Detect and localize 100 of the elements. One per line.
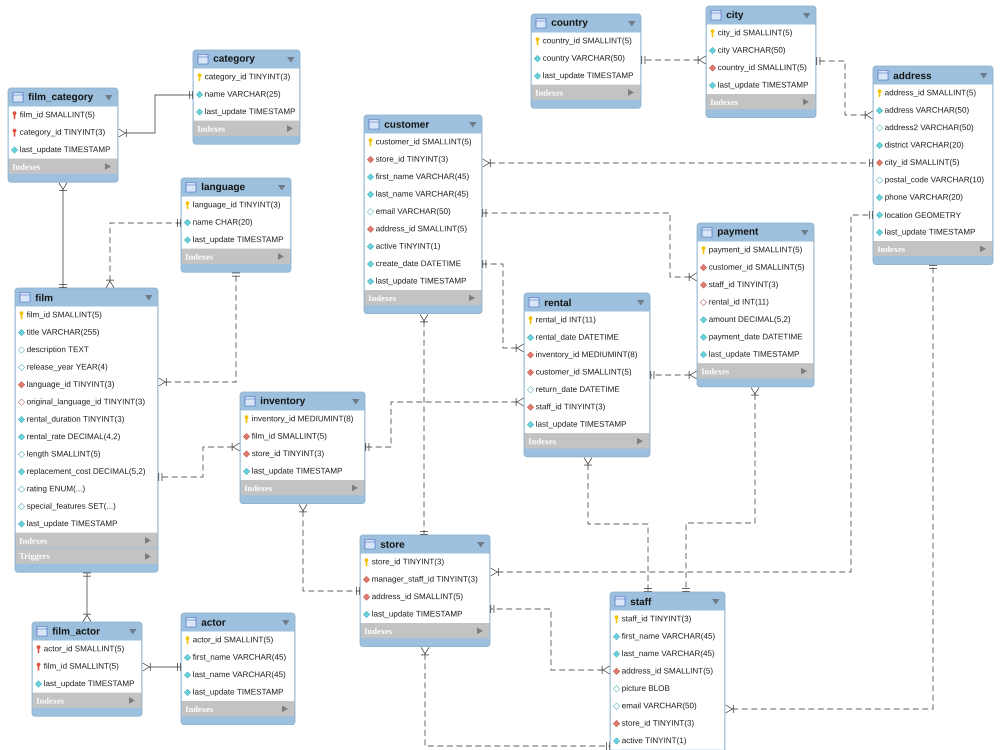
column-definition: rental_rate DECIMAL(4,2) [27, 433, 120, 441]
relationship-line [158, 272, 240, 386]
section-bar: Indexes [360, 623, 490, 638]
table-title: rental [544, 298, 571, 306]
column-definition: film_id SMALLINT(5) [252, 432, 326, 440]
column-definition: actor_id SMALLINT(5) [44, 645, 124, 653]
column-definition: rental_date DATETIME [536, 334, 618, 342]
relationship-line [58, 182, 68, 288]
table-title: payment [718, 228, 758, 237]
column-definition: category_id TINYINT(3) [205, 73, 290, 81]
column-definition: rating ENUM(...) [27, 485, 85, 493]
relationship-line [725, 265, 938, 714]
relationship-line [420, 647, 610, 750]
relationship-line [650, 370, 697, 380]
column-definition: phone VARCHAR(20) [885, 194, 962, 202]
column-definition: last_update TIMESTAMP [376, 278, 466, 286]
column-definition: first_name VARCHAR(45) [376, 173, 469, 181]
column-definition: email VARCHAR(50) [376, 208, 450, 216]
section-bar: Indexes [364, 290, 482, 306]
column-definition: film_id SMALLINT(5) [20, 111, 94, 119]
table-title: actor [202, 619, 226, 626]
section-bar: Indexes [8, 158, 118, 174]
column-definition: manager_staff_id TINYINT(3) [372, 576, 478, 584]
column-definition: rental_id INT(11) [709, 298, 768, 306]
column-definition: staff_id TINYINT(3) [622, 615, 691, 623]
column-definition: release_year YEAR(4) [27, 364, 108, 372]
column-definition: last_update TIMESTAMP [885, 228, 976, 236]
column-definition: active TINYINT(1) [622, 737, 686, 745]
section-bar: Indexes [194, 120, 300, 136]
column-definition: last_update TIMESTAMP [44, 680, 134, 688]
column-definition: last_update TIMESTAMP [193, 688, 284, 696]
column-definition: customer_id SMALLINT(5) [376, 138, 472, 146]
column-definition: amount DECIMAL(5,2) [709, 316, 790, 324]
column-definition: name VARCHAR(25) [205, 90, 280, 98]
section-bar: Indexes [698, 363, 814, 378]
table-title: language [202, 182, 245, 192]
column-definition: customer_id SMALLINT(5) [536, 368, 632, 376]
relationship-line [490, 604, 610, 674]
column-definition: city_id SMALLINT(5) [885, 159, 959, 167]
relationship-line [641, 56, 706, 64]
relationship-line [82, 572, 92, 622]
column-definition: last_name VARCHAR(45) [193, 671, 286, 679]
column-definition: last_name VARCHAR(45) [376, 190, 468, 198]
column-definition: language_id TINYINT(3) [27, 381, 114, 389]
column-definition: last_update TIMESTAMP [205, 108, 296, 116]
relationship-line [106, 218, 181, 288]
section-bar: Indexes [524, 433, 650, 448]
section-bar: Indexes [182, 248, 290, 264]
section-bar: Indexes [240, 480, 364, 496]
column-definition: rental_id INT(11) [536, 316, 596, 324]
relationship-line [682, 387, 760, 592]
table-title: category [214, 55, 255, 64]
column-definition: district VARCHAR(20) [885, 142, 964, 150]
column-definition: address_id SMALLINT(5) [372, 593, 463, 601]
column-definition: film_id SMALLINT(5) [44, 662, 118, 670]
column-definition: address_id SMALLINT(5) [622, 668, 713, 676]
column-definition: original_language_id TINYINT(3) [27, 398, 145, 406]
column-definition: address2 VARCHAR(50) [885, 124, 974, 132]
column-definition: picture BLOB [622, 685, 670, 693]
column-definition: active TINYINT(1) [376, 242, 440, 250]
column-definition: address_id SMALLINT(5) [885, 89, 976, 97]
relationship-line [158, 442, 240, 482]
table-title: city [726, 10, 744, 20]
table-title: store [380, 541, 404, 548]
relationship-line [584, 457, 652, 592]
column-definition: address VARCHAR(50) [885, 106, 969, 114]
column-definition: last_update TIMESTAMP [372, 610, 462, 618]
section-bar: Indexes [706, 94, 816, 110]
column-definition: country VARCHAR(50) [543, 54, 624, 62]
column-definition: create_date DATETIME [376, 260, 461, 268]
column-definition: payment_date DATETIME [709, 333, 802, 341]
column-definition: return_date DATETIME [536, 386, 620, 394]
table-title: film_category [28, 92, 94, 102]
column-definition: rental_duration TINYINT(3) [27, 416, 124, 424]
table-title: address [894, 72, 932, 80]
column-definition: store_id TINYINT(3) [252, 450, 324, 458]
relationship-line [490, 210, 874, 576]
column-definition: address_id SMALLINT(5) [376, 225, 467, 233]
relationship-line [482, 260, 524, 352]
section-bar: Indexes [182, 701, 294, 716]
section-bar: Triggers [16, 548, 158, 564]
column-definition: title VARCHAR(255) [26, 328, 99, 336]
relationship-line [816, 56, 874, 120]
relationship-line [118, 90, 193, 138]
table-title: inventory [260, 396, 306, 406]
column-definition: last_update TIMESTAMP [718, 82, 808, 90]
column-definition: staff_id TINYINT(3) [536, 403, 605, 411]
relationship-line [142, 662, 181, 672]
column-definition: customer_id SMALLINT(5) [709, 264, 804, 272]
column-definition: category_id TINYINT(3) [20, 128, 105, 136]
column-definition: actor_id SMALLINT(5) [193, 636, 273, 644]
table-title: film [35, 294, 52, 302]
column-definition: last_name VARCHAR(45) [622, 650, 714, 658]
column-definition: first_name VARCHAR(45) [622, 632, 715, 640]
column-definition: city_id SMALLINT(5) [718, 29, 792, 37]
relationship-line [298, 504, 360, 596]
section-bar: Indexes [874, 241, 992, 256]
column-definition: last_update TIMESTAMP [709, 350, 800, 358]
column-definition: inventory_id MEDIUMINT(8) [536, 351, 637, 359]
column-definition: special_features SET(...) [26, 502, 116, 510]
